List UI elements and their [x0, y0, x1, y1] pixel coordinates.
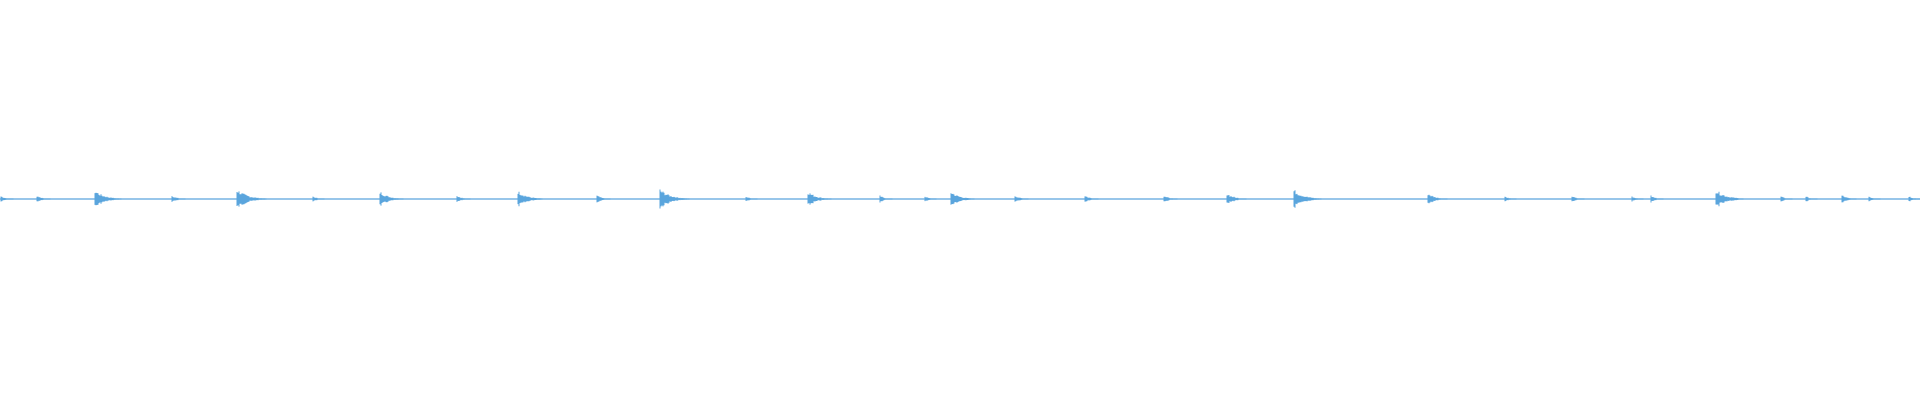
waveform-transient [1650, 195, 1664, 203]
waveform-transient [596, 195, 611, 203]
waveform-transient [171, 196, 186, 202]
waveform-transient [1293, 190, 1322, 208]
waveform-transient [1780, 196, 1793, 202]
waveform-transient [1631, 196, 1644, 202]
waveform-transient [312, 196, 325, 202]
waveform-transients [0, 189, 1920, 209]
waveform-transient [1014, 196, 1029, 202]
waveform-transient [1571, 196, 1585, 202]
waveform-transient [0, 196, 14, 202]
waveform-transient [924, 196, 937, 202]
waveform-transient [1163, 196, 1178, 202]
waveform-transient [659, 189, 690, 209]
waveform-transient [1084, 196, 1099, 202]
waveform-transient [1504, 196, 1517, 202]
waveform-transient [236, 191, 267, 207]
waveform-transient [1805, 196, 1818, 202]
waveform-transient [1226, 195, 1247, 203]
waveform-transient [879, 195, 893, 203]
waveform-transient [1868, 196, 1881, 202]
waveform-transient [950, 193, 975, 205]
waveform-transient [745, 197, 758, 201]
waveform-transient [1427, 194, 1448, 204]
waveform-transient [94, 192, 122, 206]
waveform-transient [36, 196, 51, 202]
waveform-transient [1715, 191, 1744, 207]
waveform-transient [456, 196, 471, 202]
waveform-transient [517, 191, 543, 207]
waveform-transient [1841, 195, 1857, 203]
waveform-transient [807, 193, 832, 205]
waveform-transient [379, 192, 404, 206]
waveform-transient [1908, 196, 1920, 202]
